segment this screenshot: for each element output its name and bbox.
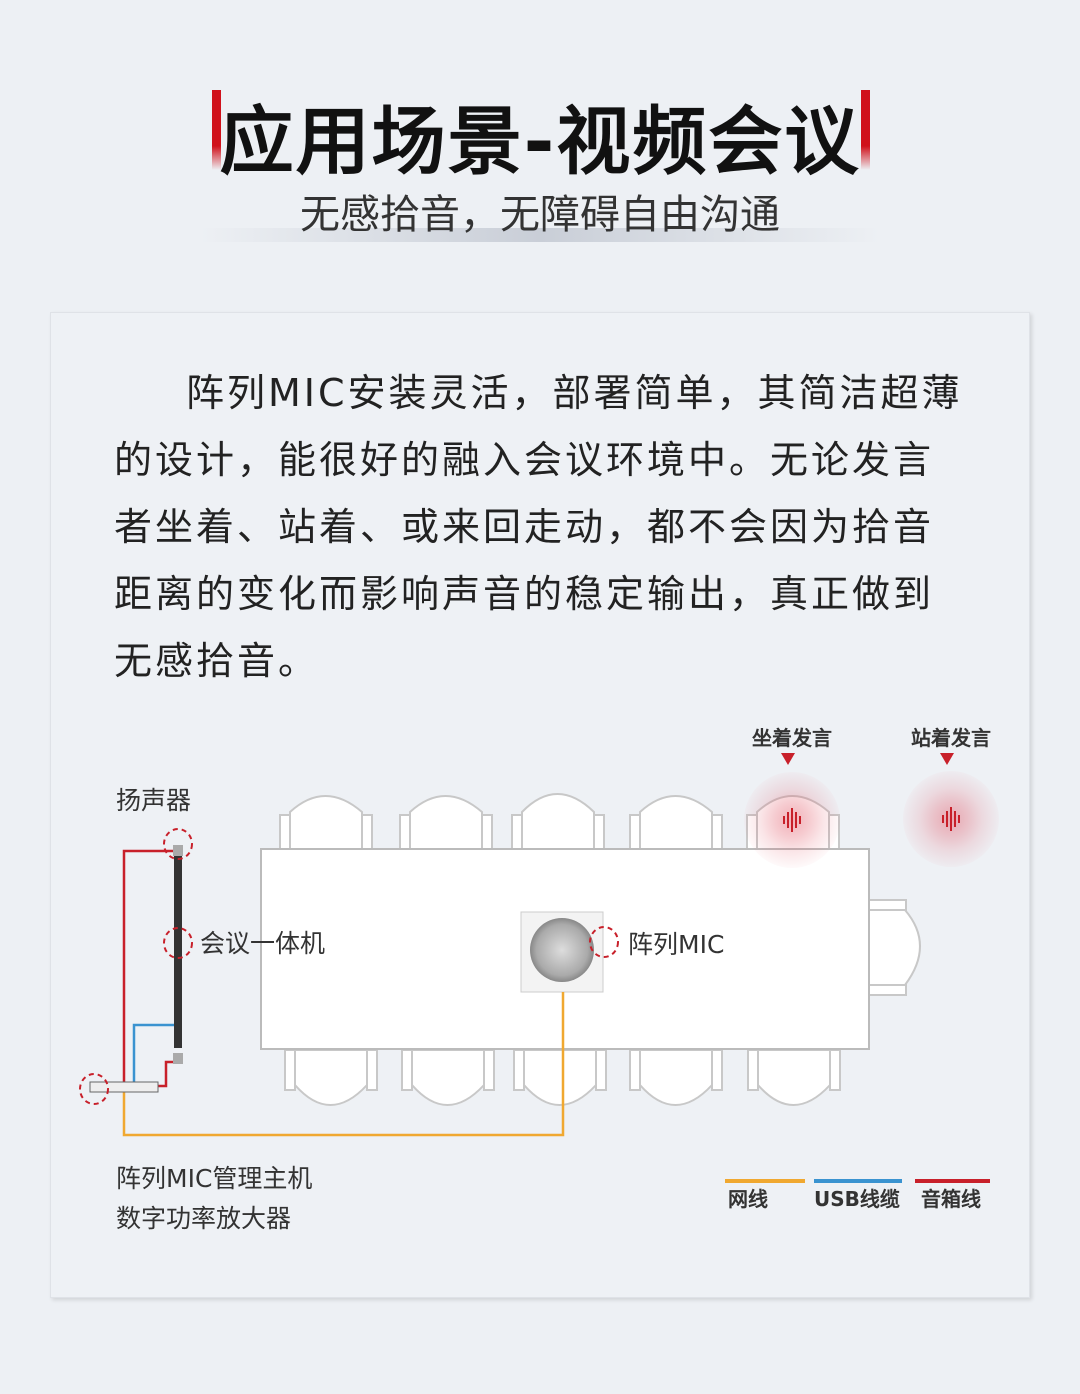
title-bar-left	[212, 90, 221, 170]
speaker-top	[173, 845, 183, 856]
standing-arrow-icon	[940, 753, 954, 765]
description-text: 阵列MIC安装灵活，部署简单，其简洁超薄的设计，能很好的融入会议环境中。无论发言…	[114, 371, 963, 683]
legend-network: 网线	[728, 1187, 768, 1211]
page-subtitle: 无感拾音，无障碍自由沟通	[300, 192, 780, 238]
label-sitting: 坐着发言	[752, 726, 832, 750]
label-conference-unit: 会议一体机	[200, 929, 325, 958]
conference-unit-screen	[174, 856, 182, 1048]
label-host-line1: 阵列MIC管理主机	[116, 1164, 312, 1193]
sitting-arrow-icon	[781, 753, 795, 765]
label-array-mic: 阵列MIC	[628, 930, 724, 959]
label-host-line2: 数字功率放大器	[116, 1204, 291, 1233]
array-mic	[520, 911, 604, 993]
label-speaker: 扬声器	[116, 786, 191, 815]
legend: 网线 USB线缆 音箱线	[725, 1179, 990, 1211]
mic-host-device	[89, 1081, 159, 1093]
page-title: 应用场景-视频会议	[219, 99, 861, 185]
title-bar-right	[861, 90, 870, 170]
speaker-bottom	[173, 1053, 183, 1064]
legend-usb: USB线缆	[814, 1187, 900, 1211]
highlight-circles	[79, 828, 619, 1105]
chairs-bottom	[284, 1049, 841, 1106]
usb-cable	[132, 1023, 178, 1084]
soundwave-icon	[783, 807, 960, 832]
speaker-cable-top	[94, 849, 178, 1090]
chair-end	[867, 899, 921, 996]
legend-speaker-wire: 音箱线	[921, 1187, 981, 1211]
label-standing: 站着发言	[911, 726, 991, 750]
network-cable	[122, 992, 565, 1137]
subtitle-underline	[200, 228, 880, 242]
speaker-cable-bottom	[158, 1060, 178, 1088]
